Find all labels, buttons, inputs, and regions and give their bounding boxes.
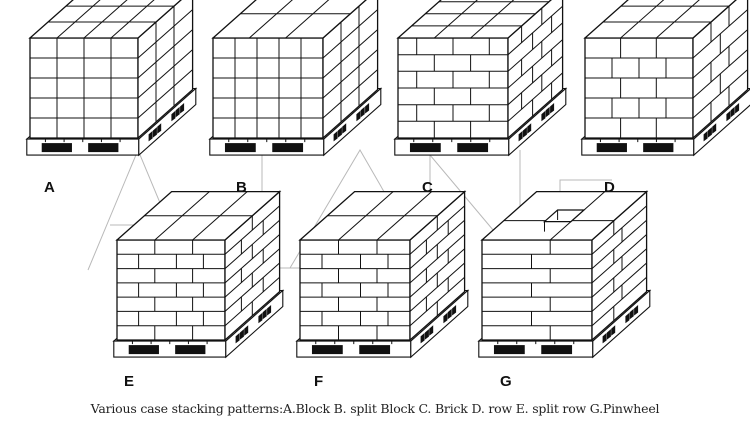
pallet-d: D [582,0,750,196]
pallet-f: F [297,192,468,390]
pallet-g: G [479,192,650,390]
pallet-a: A [27,0,196,196]
pallet-c: C [395,0,566,196]
pallet-label-a: A [44,179,55,196]
pallet-label-f: F [314,373,323,390]
pallet-b: B [210,0,381,196]
figure-caption: Various case stacking patterns:A.Block B… [0,401,750,416]
pallet-label-g: G [500,373,512,390]
pallet-label-e: E [124,373,134,390]
pallet-e: E [114,192,283,390]
